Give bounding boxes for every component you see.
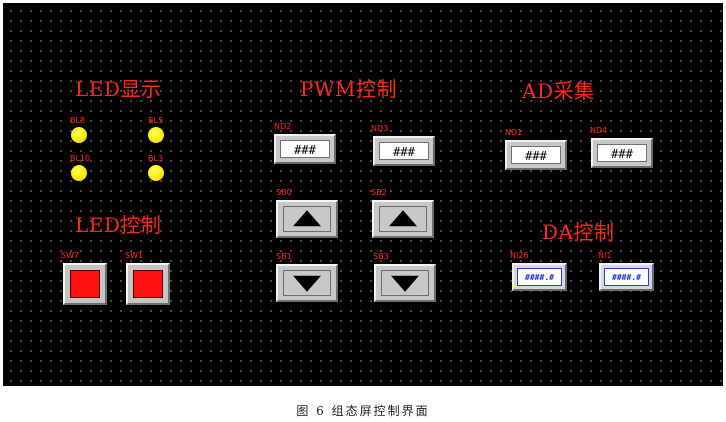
lamp-bl3-indicator [148, 165, 164, 181]
switch-sw7-button[interactable] [63, 263, 107, 305]
section-title-led-control: LED控制 [75, 213, 162, 237]
switch-sw1-button[interactable] [126, 263, 170, 305]
lamp-bl10-indicator [71, 165, 87, 181]
pwm-display-nd3-value: ### [379, 142, 429, 160]
da-input-ni1[interactable]: ####.# [599, 263, 654, 291]
ad-display-nd4-value: ### [597, 144, 647, 162]
da-input-ni26-value: ####.# [517, 268, 562, 286]
switch-sw1-face [133, 270, 163, 298]
pwm-display-nd2: ### [274, 134, 336, 164]
up-arrow-icon [293, 210, 321, 227]
hmi-panel: LED显示 BL8 BL5 BL10 BL3 LED控制 SW7 SW1 PWM… [3, 3, 723, 386]
display-label-nd4: ND4 [590, 126, 608, 135]
down-arrow-icon [293, 275, 321, 292]
button-label-sb0: SB0 [276, 188, 292, 197]
section-title-led-display: LED显示 [75, 77, 162, 101]
button-label-sb2: SB2 [371, 188, 387, 197]
button-label-sb1: SB1 [276, 252, 292, 261]
up-arrow-icon [389, 210, 417, 227]
lamp-bl8-indicator [71, 127, 87, 143]
figure-caption: 图 6 组态屏控制界面 [296, 404, 430, 418]
lamp-label-bl8: BL8 [70, 116, 86, 125]
input-label-ni1: NI1 [598, 251, 612, 260]
ad-display-nd1-value: ### [511, 146, 561, 164]
lamp-label-bl3: BL3 [148, 154, 164, 163]
pwm-display-nd3: ### [373, 136, 435, 166]
da-input-ni1-value: ####.# [604, 268, 649, 286]
display-label-nd1: ND1 [505, 128, 523, 137]
pwm-display-nd2-value: ### [280, 140, 330, 158]
ad-display-nd4: ### [591, 138, 653, 168]
pwm-down-button-sb3[interactable] [374, 264, 436, 302]
lamp-bl5-indicator [148, 127, 164, 143]
pwm-down-button-sb1[interactable] [276, 264, 338, 302]
lamp-label-bl5: BL5 [148, 116, 164, 125]
da-input-ni26[interactable]: ####.# [512, 263, 567, 291]
pwm-down-button-sb1-face [283, 270, 331, 296]
pwm-up-button-sb0[interactable] [276, 200, 338, 238]
down-arrow-icon [391, 275, 419, 292]
pwm-up-button-sb2[interactable] [372, 200, 434, 238]
section-title-ad-acquire: AD采集 [522, 79, 595, 103]
section-title-pwm-control: PWM控制 [300, 77, 397, 101]
lamp-label-bl10: BL10 [70, 154, 91, 163]
section-title-da-control: DA控制 [542, 220, 615, 244]
pwm-down-button-sb3-face [381, 270, 429, 296]
pwm-up-button-sb2-face [379, 206, 427, 232]
display-label-nd2: ND2 [274, 122, 292, 131]
switch-sw7-face [70, 270, 100, 298]
button-label-sb3: SB3 [373, 252, 389, 261]
pwm-up-button-sb0-face [283, 206, 331, 232]
switch-label-sw1: SW1 [125, 251, 144, 260]
switch-label-sw7: SW7 [61, 251, 80, 260]
display-label-nd3: ND3 [371, 124, 389, 133]
ad-display-nd1: ### [505, 140, 567, 170]
input-label-ni26: NI26 [510, 251, 529, 260]
